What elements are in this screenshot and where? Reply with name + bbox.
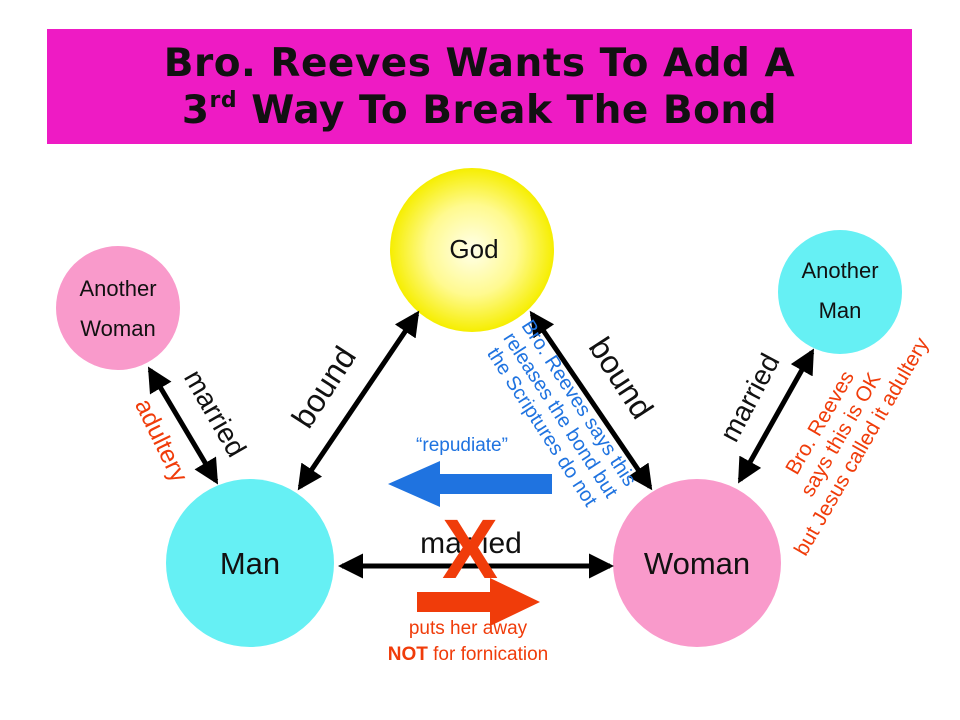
repudiate-arrow (388, 461, 552, 507)
title-ordinal: 3 (181, 87, 210, 133)
married-right-label: married (714, 348, 786, 446)
puts-away-line-2: NOT for fornication (388, 644, 549, 665)
repudiate-label: “repudiate” (416, 435, 508, 456)
woman-node (613, 479, 781, 647)
another-woman-label-1: Another (79, 276, 156, 301)
puts-away-not: NOT (388, 644, 429, 665)
another-man-node (778, 230, 902, 354)
god-node (390, 168, 554, 332)
man-label: Man (220, 546, 280, 581)
another-woman-node (56, 246, 180, 370)
married-left-label: married (178, 364, 252, 462)
title-line-1: Bro. Reeves Wants To Add A (163, 40, 796, 86)
bound-arrow-god-woman (529, 310, 653, 491)
bound-left-label: bound (284, 340, 363, 434)
puts-away-arrow (417, 578, 540, 626)
bound-arrow-man-god (297, 310, 420, 491)
title-line-2: 3rd Way To Break The Bond (182, 87, 777, 134)
woman-label: Woman (644, 546, 750, 581)
title-ordinal-suffix: rd (209, 87, 238, 113)
another-woman-label-2: Woman (80, 316, 155, 341)
another-man-label-1: Another (801, 258, 878, 283)
man-node (166, 479, 334, 647)
title-banner: Bro. Reeves Wants To Add A 3rd Way To Br… (47, 29, 912, 144)
title-rest: Way To Break The Bond (237, 87, 778, 133)
married-center-label: married (420, 527, 522, 560)
married-arrow-man-another-woman (147, 366, 219, 485)
adultery-label: adultery (129, 394, 193, 487)
god-label: God (449, 234, 498, 264)
puts-away-line-1: puts her away (409, 618, 528, 639)
cross-mark: X (442, 502, 498, 596)
puts-away-rest: for fornication (428, 644, 548, 665)
another-man-label-2: Man (819, 298, 862, 323)
married-arrow-woman-another-man (737, 348, 815, 484)
